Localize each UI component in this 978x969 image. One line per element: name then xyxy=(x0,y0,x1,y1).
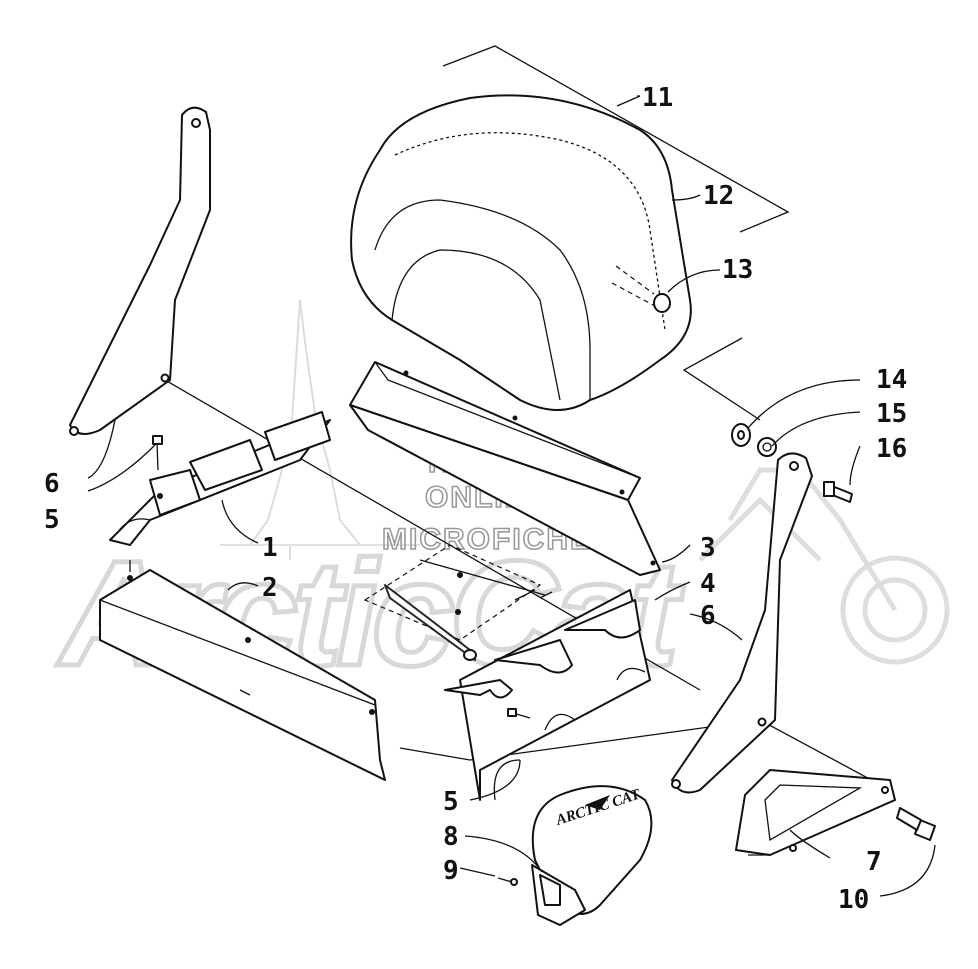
gusset-plate xyxy=(735,769,896,856)
side-bracket-right xyxy=(671,452,813,794)
callout-13: 13 xyxy=(722,255,753,285)
callout-1: 1 xyxy=(262,533,278,563)
backrest-pad xyxy=(350,94,692,411)
hinge-bracket-left xyxy=(109,411,331,546)
callout-8: 8 xyxy=(443,822,459,852)
side-bracket-left xyxy=(69,106,211,436)
callout-7: 7 xyxy=(866,847,882,877)
callout-5-right: 5 xyxy=(443,787,459,817)
callout-3: 3 xyxy=(700,533,716,563)
callout-2: 2 xyxy=(262,573,278,603)
seat-plate xyxy=(363,544,553,661)
hardware xyxy=(152,423,936,886)
motorcycle-watermark-icon xyxy=(698,467,950,665)
callout-6-left: 6 xyxy=(44,469,60,499)
callout-6-right: 6 xyxy=(700,601,716,631)
callout-4: 4 xyxy=(700,569,716,599)
callout-15: 15 xyxy=(876,399,907,429)
lower-panel-right xyxy=(444,589,651,801)
callout-16: 16 xyxy=(876,434,907,464)
lower-panel-left xyxy=(99,569,386,781)
callout-10: 10 xyxy=(838,885,869,915)
callout-leaders xyxy=(87,95,936,897)
callout-5-left: 5 xyxy=(44,505,60,535)
top-channel xyxy=(349,361,661,576)
callout-9: 9 xyxy=(443,856,459,886)
side-cover: ARCTIC CAT xyxy=(531,785,653,926)
callout-labels: 11 12 13 14 15 16 6 5 1 2 3 4 6 5 8 9 7 … xyxy=(44,83,907,915)
callout-14: 14 xyxy=(876,365,907,395)
callout-11: 11 xyxy=(642,83,673,113)
callout-12: 12 xyxy=(703,181,734,211)
